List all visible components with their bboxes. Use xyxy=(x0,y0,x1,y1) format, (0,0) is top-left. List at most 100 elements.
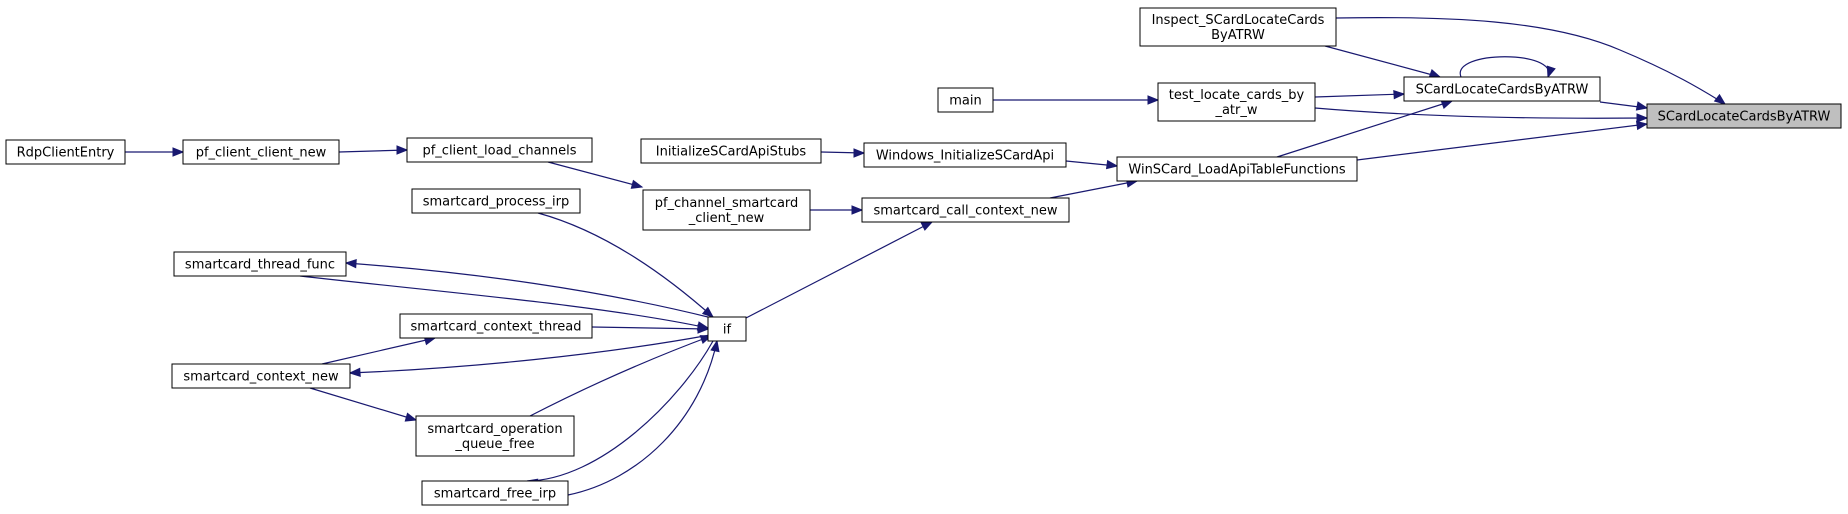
node-sc-ctx-thread[interactable]: smartcard_context_thread xyxy=(399,313,593,339)
node-pf-client-new[interactable]: pf_client_client_new xyxy=(182,139,340,165)
edge-freeirp-to-if xyxy=(567,339,720,496)
node-if-node[interactable]: if xyxy=(707,316,747,342)
node-label: _client_new xyxy=(688,211,765,226)
node-sc-process-irp[interactable]: smartcard_process_irp xyxy=(411,188,581,214)
node-box xyxy=(5,139,126,165)
node-box xyxy=(1646,103,1842,129)
node-box xyxy=(399,313,593,339)
node-box xyxy=(421,480,569,506)
node-label: Windows_InitializeSCardApi xyxy=(876,149,1054,164)
edge-pfload-to-pfchannel xyxy=(547,161,644,189)
node-label: main xyxy=(949,94,981,109)
edge-pfclient-to-pfload xyxy=(338,145,409,155)
node-label: smartcard_call_context_new xyxy=(873,204,1057,219)
arrowhead-icon xyxy=(851,205,864,215)
node-sc-free-irp[interactable]: smartcard_free_irp xyxy=(421,480,569,506)
edge-line xyxy=(1314,107,1648,119)
edge-main-to-test xyxy=(993,95,1160,105)
edge-test-to-target xyxy=(1314,107,1649,123)
node-test-locate-cards[interactable]: test_locate_cards_by_atr_w xyxy=(1157,82,1316,122)
edge-line xyxy=(299,275,709,329)
edge-processirp-to-if xyxy=(537,212,715,318)
arrowhead-icon xyxy=(172,147,185,157)
arrowhead-icon xyxy=(1105,159,1119,170)
edge-line xyxy=(309,387,417,421)
node-label: pf_channel_smartcard xyxy=(655,196,799,211)
node-box xyxy=(863,142,1067,168)
edge-line xyxy=(338,149,408,153)
arrowhead-icon xyxy=(1636,113,1649,123)
node-label: WinSCard_LoadApiTableFunctions xyxy=(1128,163,1345,178)
node-scard-locate-cards-by-atrw-target[interactable]: SCardLocateCardsByATRW xyxy=(1646,103,1842,129)
node-label: pf_client_load_channels xyxy=(422,144,576,159)
edge-stubs-to-windows xyxy=(820,148,866,158)
node-label: SCardLocateCardsByATRW xyxy=(1658,110,1831,125)
node-rdp-entry[interactable]: RdpClientEntry xyxy=(5,139,126,165)
arrowhead-icon xyxy=(1440,100,1454,109)
arrowhead-icon xyxy=(1428,69,1442,78)
node-box xyxy=(1139,7,1337,47)
node-sc-thread-func[interactable]: smartcard_thread_func xyxy=(173,251,347,277)
edge-test-to-scardlocate xyxy=(1314,89,1406,100)
edge-sccallctx-to-winscard xyxy=(1049,178,1139,199)
node-main[interactable]: main xyxy=(937,87,994,113)
edge-scnew-to-opqueue xyxy=(309,387,418,422)
node-init-stubs[interactable]: InitializeSCardApiStubs xyxy=(640,138,822,164)
edge-line xyxy=(1276,100,1453,158)
node-label: smartcard_process_irp xyxy=(423,195,570,210)
arrowhead-icon xyxy=(1635,120,1649,131)
arrowhead-icon xyxy=(710,339,720,353)
arrowhead-icon xyxy=(1393,89,1406,100)
node-sc-op-queue-free[interactable]: smartcard_operation_queue_free xyxy=(415,415,575,457)
arrowhead-icon xyxy=(920,221,934,231)
node-winscard-load[interactable]: WinSCard_LoadApiTableFunctions xyxy=(1116,156,1358,182)
arrowhead-icon xyxy=(348,367,361,378)
node-label: smartcard_context_thread xyxy=(411,320,582,335)
arrowhead-icon xyxy=(1147,95,1160,105)
node-label: _queue_free xyxy=(454,437,534,452)
node-label: smartcard_context_new xyxy=(183,370,339,385)
node-box xyxy=(1157,82,1316,122)
node-windows-init[interactable]: Windows_InitializeSCardApi xyxy=(863,142,1067,168)
edge-inspect-to-target xyxy=(1335,16,1727,105)
edge-line xyxy=(345,262,713,319)
arrowhead-icon xyxy=(701,306,715,318)
node-sc-ctx-new[interactable]: smartcard_context_new xyxy=(171,363,351,389)
node-box xyxy=(861,197,1070,223)
node-inspect-scard[interactable]: Inspect_SCardLocateCardsByATRW xyxy=(1139,7,1337,47)
node-scard-locate-cards-by-atrw[interactable]: SCardLocateCardsByATRW xyxy=(1403,76,1601,102)
node-label: ByATRW xyxy=(1211,28,1265,43)
arrowhead-icon xyxy=(853,148,866,158)
edge-winscard-to-scardlocate xyxy=(1276,100,1454,158)
edge-line xyxy=(529,335,712,417)
edge-line xyxy=(1356,123,1648,161)
arrowhead-icon xyxy=(396,145,409,155)
node-pf-channel[interactable]: pf_channel_smartcard_client_new xyxy=(642,189,811,231)
node-box xyxy=(182,139,340,165)
arrowhead-icon xyxy=(404,412,418,422)
edge-line xyxy=(745,221,933,319)
node-label: pf_client_client_new xyxy=(196,146,327,161)
edge-if-to-freeirp xyxy=(525,340,714,488)
node-label: SCardLocateCardsByATRW xyxy=(1416,83,1589,98)
edge-pfchannel-to-sccallctx xyxy=(810,205,864,215)
edge-if-to-sccallctx xyxy=(745,221,934,319)
node-sc-call-ctx-new[interactable]: smartcard_call_context_new xyxy=(861,197,1070,223)
edge-if-to-threadfunc xyxy=(344,258,713,319)
node-box xyxy=(171,363,351,389)
arrowhead-icon xyxy=(697,324,710,334)
node-label: smartcard_thread_func xyxy=(185,258,335,273)
edge-scardlocate-self xyxy=(1459,56,1556,79)
node-box xyxy=(1403,76,1601,102)
edge-scardlocate-to-target xyxy=(1599,101,1649,111)
node-label: smartcard_operation xyxy=(427,422,562,437)
node-label: test_locate_cards_by xyxy=(1169,88,1305,103)
arrowhead-icon xyxy=(1546,65,1556,79)
edge-rdp-to-pfclient xyxy=(125,147,185,157)
node-pf-load-channels[interactable]: pf_client_load_channels xyxy=(406,137,593,163)
node-label: _atr_w xyxy=(1214,103,1257,118)
edge-line xyxy=(1459,56,1550,78)
edge-line xyxy=(1049,180,1138,199)
edge-inspect-to-scardlocate xyxy=(1324,45,1442,78)
